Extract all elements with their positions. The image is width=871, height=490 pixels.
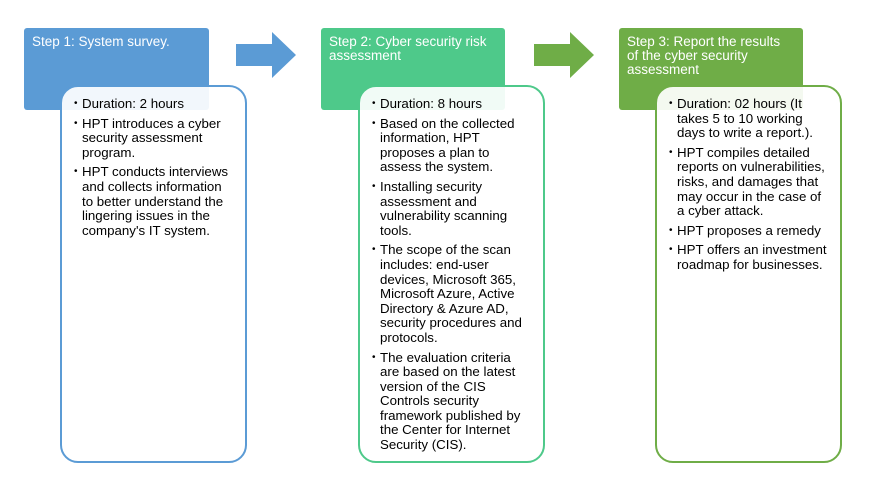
list-item: The evaluation criteria are based on the… bbox=[372, 350, 533, 453]
list-item: Based on the collected information, HPT … bbox=[372, 116, 533, 175]
list-item: HPT conducts interviews and collects inf… bbox=[74, 165, 235, 238]
list-item: HPT offers an investment roadmap for bus… bbox=[669, 242, 830, 272]
list-item: Duration: 8 hours bbox=[372, 96, 533, 112]
step-1-card: Duration: 2 hours HPT introduces a cyber… bbox=[60, 85, 247, 463]
step-3-list: Duration: 02 hours (It takes 5 to 10 wor… bbox=[669, 96, 830, 273]
list-item: HPT proposes a remedy bbox=[669, 223, 830, 239]
step-1-title: Step 1: System survey. bbox=[32, 34, 170, 49]
list-item: HPT introduces a cyber security assessme… bbox=[74, 116, 235, 161]
list-item: HPT compiles detailed reports on vulnera… bbox=[669, 145, 830, 219]
step-1-list: Duration: 2 hours HPT introduces a cyber… bbox=[74, 96, 235, 238]
list-item: Duration: 02 hours (It takes 5 to 10 wor… bbox=[669, 96, 830, 141]
arrow-right-icon bbox=[236, 32, 296, 78]
step-2-title: Step 2: Cyber security risk assessment bbox=[329, 34, 487, 63]
step-2-card: Duration: 8 hours Based on the collected… bbox=[358, 85, 545, 463]
list-item: Installing security assessment and vulne… bbox=[372, 179, 533, 238]
arrow-right-icon bbox=[534, 32, 594, 78]
list-item: The scope of the scan includes: end-user… bbox=[372, 243, 533, 345]
list-item: Duration: 2 hours bbox=[74, 96, 235, 112]
step-3-title: Step 3: Report the results of the cyber … bbox=[627, 34, 781, 77]
step-2-list: Duration: 8 hours Based on the collected… bbox=[372, 96, 533, 453]
step-3-card: Duration: 02 hours (It takes 5 to 10 wor… bbox=[655, 85, 842, 463]
